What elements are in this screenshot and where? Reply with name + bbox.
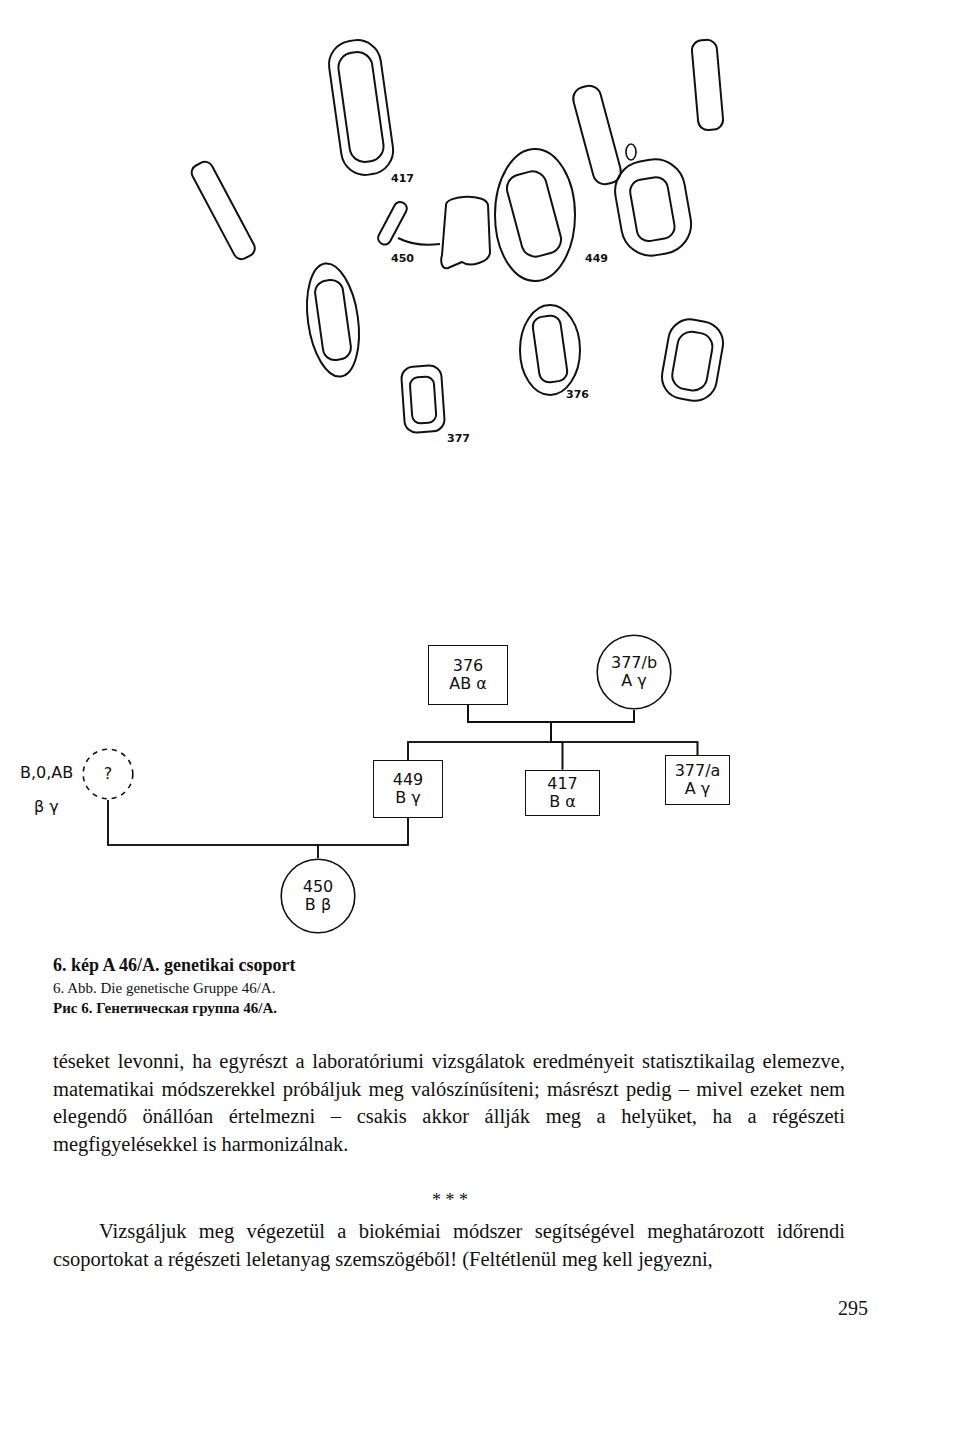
kinship-line (551, 710, 634, 770)
pedigree-circle: ?B,0,ABβ γ (82, 748, 134, 800)
kinship-line (108, 800, 408, 845)
grave-number: 417 (547, 775, 578, 793)
kinship-line (468, 705, 563, 770)
grave-number: ? (104, 765, 113, 783)
pedigree-box: 376AB α (428, 645, 508, 705)
pedigree-box: 417B α (525, 770, 600, 817)
blood-group: B γ (395, 789, 421, 807)
body-paragraph: Vizsgáljuk meg végezetül a biokémiai mód… (53, 1218, 845, 1273)
figure-caption: 6. kép A 46/A. genetikai csoport (53, 955, 296, 976)
kinship-line (408, 710, 634, 760)
grave-number: 376 (453, 657, 484, 675)
grave-outline (401, 365, 446, 434)
grave-outline (571, 83, 636, 187)
pedigree-box: 377/aA γ (665, 755, 730, 805)
grave-outline (495, 149, 575, 281)
circle-outline (83, 749, 133, 799)
grave-outline (520, 305, 580, 395)
blood-group: B β (305, 896, 331, 914)
blood-group: AB α (449, 675, 487, 693)
grave-outline (326, 37, 396, 178)
grave-outline (189, 159, 258, 262)
grave-outline (300, 260, 365, 380)
figure-caption: Рис 6. Генетическая группа 46/A. (53, 1000, 277, 1017)
grave-number: 417 (391, 172, 414, 185)
grave-outline (658, 316, 726, 404)
pedigree-circle: 377/bA γ (596, 634, 672, 710)
pedigree-circle: 450B β (280, 858, 356, 934)
grave-number: 377 (447, 432, 470, 445)
blood-group: A γ (685, 780, 711, 798)
blood-group: A γ (621, 672, 647, 690)
grave-outline (376, 197, 490, 269)
page-number: 295 (838, 1297, 868, 1320)
kinship-line (468, 705, 634, 722)
grave-number: 376 (566, 388, 589, 401)
grave-number: 450 (391, 252, 414, 265)
kinship-line (108, 800, 318, 858)
kinship-line (408, 705, 551, 760)
blood-group: B,0,AB (20, 764, 73, 782)
circle-outline (281, 859, 355, 933)
grave-number: 449 (393, 771, 424, 789)
kinship-line (468, 705, 698, 755)
grave-outline (610, 155, 695, 261)
blood-group: β γ (34, 798, 59, 816)
blood-group: B α (549, 793, 576, 811)
grave-number: 377/b (611, 654, 657, 672)
kinship-line (551, 710, 698, 755)
circle-outline (597, 635, 671, 709)
section-break: * * * (432, 1190, 468, 1211)
grave-number: 450 (303, 878, 334, 896)
kinship-line (318, 818, 408, 858)
grave-number: 449 (585, 252, 608, 265)
figure-caption: 6. Abb. Die genetische Gruppe 46/A. (53, 980, 275, 997)
body-paragraph: téseket levonni, ha egyrészt a laboratór… (53, 1048, 845, 1158)
grave-number: 377/a (675, 762, 721, 780)
grave-outline (691, 39, 724, 131)
pedigree-box: 449B γ (373, 760, 443, 818)
